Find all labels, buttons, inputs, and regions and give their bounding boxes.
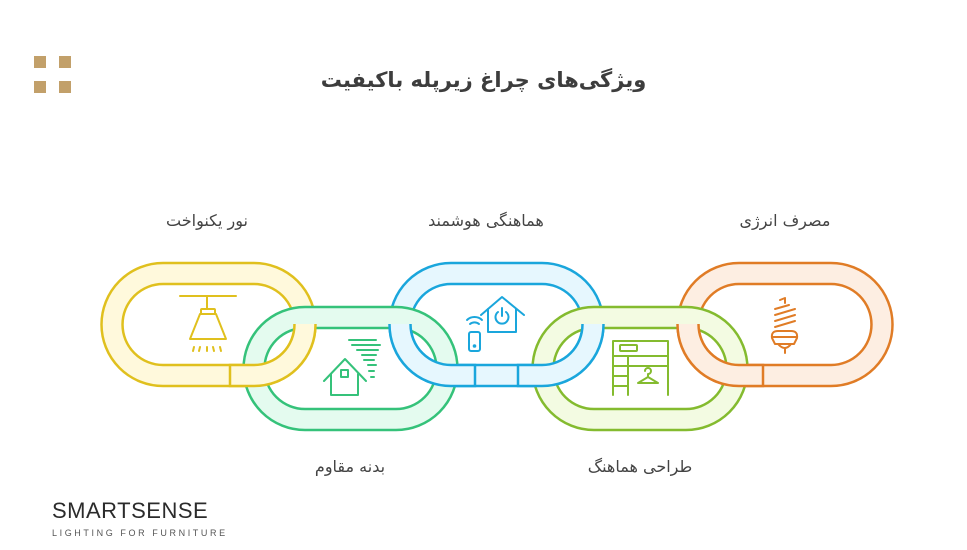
house-wind-icon: [323, 339, 381, 396]
brand-name: SMARTSENSE: [52, 498, 209, 523]
page-title: ویژگی‌های چراغ زیرپله باکیفیت: [320, 68, 647, 92]
brand-grid-icon: [34, 56, 72, 94]
chain-link-green: [242, 305, 459, 432]
feature-label-uniform-light: نور یکنواخت: [166, 211, 248, 230]
energy-saving-bulb-icon: [770, 297, 799, 354]
chain-link-orange: [676, 261, 894, 388]
brand-logo: SMARTSENSE LIGHTING FOR FURNITURE: [52, 498, 228, 539]
feature-label-matching-design: طراحی هماهنگ: [587, 457, 693, 476]
brand-tagline: LIGHTING FOR FURNITURE: [52, 528, 228, 538]
feature-label-durable-body: بدنه مقاوم: [314, 457, 386, 476]
feature-label-energy-consumption: مصرف انرژی: [739, 211, 831, 230]
smart-home-remote-icon: [466, 296, 525, 352]
pendant-lamp-icon: [179, 295, 237, 352]
wardrobe-furniture-icon: [612, 340, 669, 396]
chain-link-lime: [531, 305, 749, 432]
feature-label-smart-integration: هماهنگی هوشمند: [428, 211, 544, 230]
